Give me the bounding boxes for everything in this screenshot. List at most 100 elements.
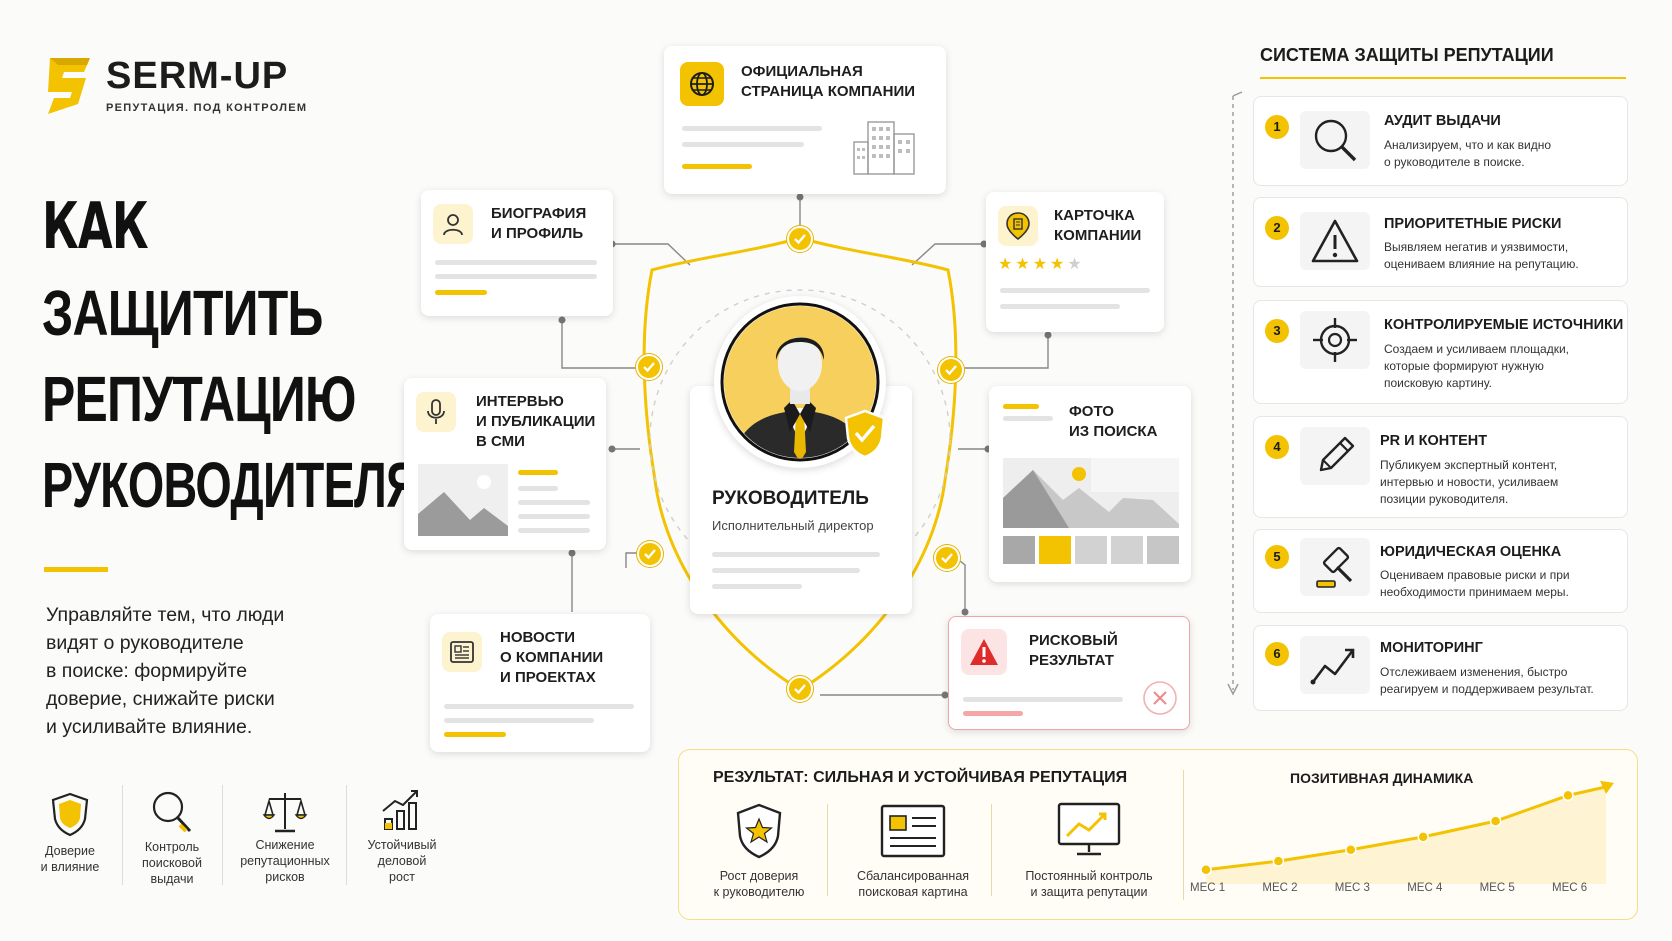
result-control: Постоянный контроль и защита репутации <box>999 802 1179 900</box>
newspaper-icon <box>442 632 482 672</box>
feature-control: Контроль поисковой выдачи <box>126 785 218 887</box>
source-card-bio[interactable]: БИОГРАФИЯ И ПРОФИЛЬ <box>421 190 613 316</box>
globe-icon <box>680 62 724 106</box>
source-card-company[interactable]: КАРТОЧКА КОМПАНИИ ★★★★★ <box>986 192 1164 332</box>
page-title: КАК ЗАЩИТИТЬ РЕПУТАЦИЮ РУКОВОДИТЕЛЯ <box>42 184 558 528</box>
image-icon <box>1003 458 1179 528</box>
star-icon: ★ <box>1032 256 1051 273</box>
trend-icon <box>1300 636 1370 694</box>
star-icon: ★ <box>998 256 1016 273</box>
result-trust: Рост доверия к руководителю <box>699 802 819 900</box>
source-card-official[interactable]: ОФИЦИАЛЬНАЯ СТРАНИЦА КОМПАНИИ <box>664 46 946 194</box>
magnifier-icon <box>152 791 192 833</box>
pencil-icon <box>1300 427 1370 485</box>
title-underline <box>44 567 108 572</box>
data-point <box>1489 815 1502 827</box>
logo-mark-icon <box>48 58 90 114</box>
leader-title: РУКОВОДИТЕЛЬ <box>712 488 869 509</box>
step-legal[interactable]: 5 ЮРИДИЧЕСКАЯ ОЦЕНКА Оцениваем правовые … <box>1253 529 1628 613</box>
source-card-news[interactable]: НОВОСТИ О КОМПАНИИ И ПРОЕКТАХ <box>430 614 650 752</box>
title-line-2: ЗАЩИТИТЬ <box>42 277 323 349</box>
building-icon <box>853 121 915 175</box>
title-line-1: КАК <box>42 190 149 264</box>
brand-logo[interactable]: SERM-UP РЕПУТАЦИЯ. ПОД КОНТРОЛЕМ <box>44 52 344 122</box>
shield-icon <box>51 792 89 837</box>
rating-stars: ★★★★★ <box>998 254 1085 274</box>
close-circle-icon[interactable] <box>1141 679 1179 717</box>
step-sources[interactable]: 3 КОНТРОЛИРУЕМЫЕ ИСТОЧНИКИ Создаем и уси… <box>1253 300 1628 404</box>
search-page-icon <box>880 804 946 858</box>
data-point <box>1272 855 1285 867</box>
source-card-interview[interactable]: ИНТЕРВЬЮ И ПУБЛИКАЦИИ В СМИ <box>404 378 606 550</box>
data-point <box>1417 831 1429 843</box>
x-tick-label: МЕС 5 <box>1479 882 1515 894</box>
title-line-3: РЕПУТАЦИЮ <box>42 363 357 435</box>
title-line-4: РУКОВОДИТЕЛЯ <box>42 449 420 521</box>
step-audit[interactable]: 1 АУДИТ ВЫДАЧИ Анализируем, что и как ви… <box>1253 96 1628 186</box>
card-title: ОФИЦИАЛЬНАЯ СТРАНИЦА КОМПАНИИ <box>741 63 916 100</box>
hero-subtitle: Управляйте тем, что люди видят о руковод… <box>46 604 285 738</box>
monitor-trend-icon <box>1057 802 1121 856</box>
data-point <box>1200 863 1212 876</box>
check-icon <box>636 354 662 380</box>
star-icon: ★ <box>1067 256 1085 273</box>
timeline-arrow <box>1227 91 1243 696</box>
x-tick-label: МЕС 6 <box>1552 882 1588 894</box>
card-title: РИСКОВЫЙ РЕЗУЛЬТАТ <box>1029 632 1118 669</box>
check-icon <box>637 541 663 567</box>
step-risks[interactable]: 2 ПРИОРИТЕТНЫЕ РИСКИ Выявляем негатив и … <box>1253 197 1628 287</box>
dynamics-chart <box>1200 780 1614 884</box>
microphone-icon <box>416 392 456 432</box>
brand-name: SERM-UP <box>106 55 289 97</box>
shield-star-icon <box>736 803 782 859</box>
check-icon <box>787 676 813 702</box>
card-title: ИНТЕРВЬЮ И ПУБЛИКАЦИИ В СМИ <box>476 393 596 450</box>
search-icon <box>1300 111 1370 169</box>
businessman-icon <box>720 302 880 462</box>
system-title: СИСТЕМА ЗАЩИТЫ РЕПУТАЦИИ <box>1260 45 1554 65</box>
dynamics-title: ПОЗИТИВНАЯ ДИНАМИКА <box>1290 770 1474 786</box>
target-icon <box>1300 311 1370 369</box>
x-tick-label: МЕС 1 <box>1190 882 1226 894</box>
feature-risk-reduction: Снижение репутационных рисков <box>226 785 344 885</box>
arrow-head <box>1600 780 1614 794</box>
star-icon: ★ <box>1015 256 1033 273</box>
scales-icon <box>262 793 308 833</box>
thumbnail-strip <box>1003 536 1179 566</box>
growth-chart-icon <box>382 790 418 830</box>
x-tick-label: МЕС 3 <box>1334 882 1370 894</box>
card-title: ФОТО ИЗ ПОИСКА <box>1069 403 1158 440</box>
check-icon <box>938 357 964 383</box>
map-pin-icon <box>998 206 1038 246</box>
card-title: БИОГРАФИЯ И ПРОФИЛЬ <box>491 205 587 242</box>
warning-triangle-icon <box>1300 212 1370 270</box>
step-monitoring[interactable]: 6 МОНИТОРИНГ Отслеживаем изменения, быст… <box>1253 625 1628 711</box>
result-balanced: Сбалансированная поисковая картина <box>843 802 983 900</box>
x-tick-label: МЕС 2 <box>1262 882 1298 894</box>
shield-check-icon <box>844 409 886 459</box>
chart-area <box>1206 786 1606 884</box>
warning-icon <box>961 629 1007 675</box>
feature-growth: Устойчивый деловой рост <box>352 785 452 885</box>
step-pr[interactable]: 4 PR И КОНТЕНТ Публикуем экспертный конт… <box>1253 416 1628 518</box>
avatar <box>714 296 886 468</box>
x-tick-label: МЕС 4 <box>1407 882 1443 894</box>
check-icon <box>787 226 813 252</box>
leader-subtitle: Исполнительный директор <box>712 518 874 533</box>
source-card-risk[interactable]: РИСКОВЫЙ РЕЗУЛЬТАТ <box>948 616 1190 730</box>
data-point <box>1345 843 1357 856</box>
feature-trust: Доверие и влияние <box>30 785 110 875</box>
system-title-underline <box>1260 77 1626 79</box>
result-title: РЕЗУЛЬТАТ: СИЛЬНАЯ И УСТОЙЧИВАЯ РЕПУТАЦИ… <box>713 769 1128 786</box>
card-title: НОВОСТИ О КОМПАНИИ И ПРОЕКТАХ <box>500 629 604 686</box>
check-icon <box>934 545 960 571</box>
features-row: Доверие и влияние Контроль поисковой выд… <box>30 785 460 895</box>
source-card-photo[interactable]: ФОТО ИЗ ПОИСКА <box>989 386 1191 582</box>
star-icon: ★ <box>1050 256 1068 273</box>
gavel-icon <box>1300 538 1370 596</box>
image-placeholder-icon <box>418 464 508 536</box>
card-title: КАРТОЧКА КОМПАНИИ <box>1054 207 1142 244</box>
user-icon <box>433 204 473 244</box>
brand-tagline: РЕПУТАЦИЯ. ПОД КОНТРОЛЕМ <box>106 102 308 114</box>
data-point <box>1562 789 1574 802</box>
